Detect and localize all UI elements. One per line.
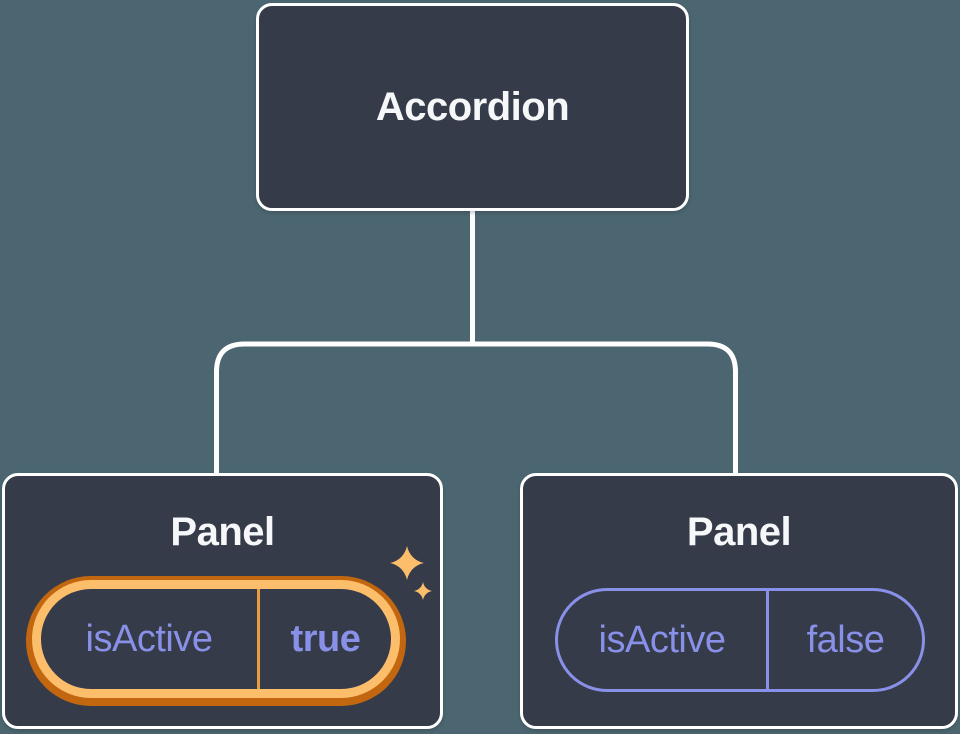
panel-node-active: Panel isActive true: [2, 473, 443, 729]
sparkle-small: [414, 582, 432, 600]
panel-node-inactive: Panel isActive false: [520, 473, 958, 729]
accordion-node: Accordion: [256, 3, 689, 211]
prop-name-label: isActive: [598, 618, 726, 661]
prop-value-cell: true: [260, 589, 391, 689]
sparkle-large: [390, 546, 424, 580]
pill-divider: [766, 591, 769, 689]
prop-pill-inactive: isActive false: [555, 588, 925, 692]
sparkles-icon: [390, 546, 432, 600]
prop-value-label: true: [290, 617, 361, 660]
prop-value-label: false: [806, 618, 885, 661]
panel-node-inactive-label: Panel: [686, 510, 792, 554]
prop-pill-active: isActive true: [41, 589, 391, 689]
pill-divider: [257, 589, 260, 689]
connector-branch: [214, 341, 738, 476]
prop-name-cell: isActive: [558, 591, 766, 689]
prop-name-label: isActive: [85, 617, 213, 660]
prop-value-cell: false: [769, 591, 922, 689]
prop-name-cell: isActive: [41, 589, 257, 689]
accordion-node-label: Accordion: [375, 84, 570, 129]
panel-node-active-label: Panel: [170, 510, 275, 554]
